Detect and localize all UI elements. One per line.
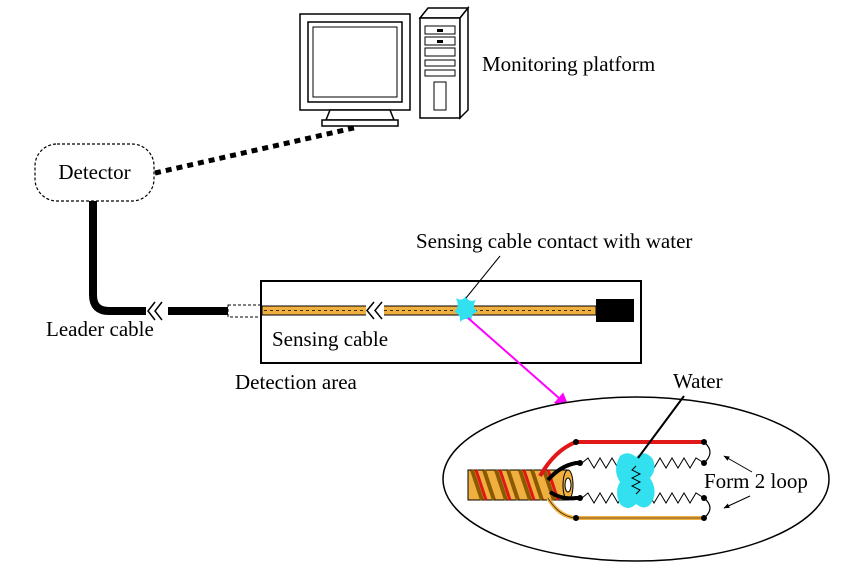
loop-connector-top xyxy=(703,441,711,464)
detection-area-box xyxy=(260,280,642,364)
tower-case xyxy=(418,5,470,120)
zoom-arrow xyxy=(467,317,570,407)
cable-detail xyxy=(442,395,830,562)
water-splash-icon xyxy=(454,296,478,322)
black-wire-2 xyxy=(548,490,582,501)
leader-cable-label: Leader cable xyxy=(46,317,154,341)
water-label: Water xyxy=(673,369,723,393)
leak-path xyxy=(630,465,642,495)
leader-cable xyxy=(89,201,263,321)
detector-label: Detector xyxy=(58,160,130,184)
loop-arrow-top xyxy=(723,455,753,473)
contact-leader-line xyxy=(465,255,501,299)
sensing-cable-label: Sensing cable xyxy=(272,327,388,351)
loop-arrow-bottom xyxy=(723,495,751,509)
computer-icon xyxy=(299,5,470,127)
monitoring-platform-label: Monitoring platform xyxy=(482,52,655,76)
black-wire-1 xyxy=(546,461,582,482)
comm-link xyxy=(154,124,359,176)
sensing-cable xyxy=(261,299,634,322)
cable-terminator xyxy=(596,299,634,322)
detector-box xyxy=(34,143,155,202)
sensing-contact-label: Sensing cable contact with water xyxy=(416,229,692,253)
water-blob xyxy=(616,453,655,508)
water-pointer xyxy=(637,395,685,459)
form-loop-label: Form 2 loop xyxy=(704,469,808,493)
monitor xyxy=(299,13,411,127)
detection-area-label: Detection area xyxy=(235,370,358,394)
loop-connector-bottom xyxy=(703,497,711,519)
